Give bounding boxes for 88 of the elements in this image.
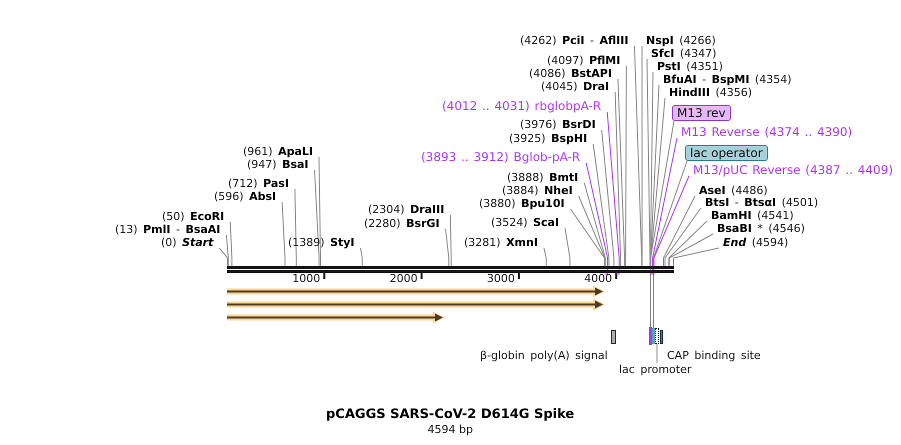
leader-line <box>656 344 658 364</box>
leader-line <box>650 98 666 266</box>
leader-line <box>646 58 650 266</box>
leader-line <box>614 92 622 266</box>
restriction-site-label: PstI (4351) <box>657 60 723 73</box>
restriction-site-label: BsaBI* (4546) <box>717 222 805 235</box>
restriction-site-label: (3524) ScaI <box>491 216 560 229</box>
dna-backbone <box>227 266 674 273</box>
leader-line <box>606 112 620 274</box>
feature-label: CAP binding site <box>667 349 761 362</box>
leader-line <box>543 248 547 266</box>
leader-line <box>230 222 232 266</box>
restriction-site-label: (3884) NheI <box>502 184 573 197</box>
restriction-site-label: (0) Start <box>161 236 214 249</box>
leader-line <box>668 220 708 266</box>
leader-line <box>673 248 720 266</box>
restriction-site-label: (3925) BspHI <box>509 132 588 145</box>
restriction-site-label: (2304) DraIII <box>368 203 444 216</box>
primer-label: M13/pUC Reverse (4387 .. 4409) <box>693 163 894 177</box>
restriction-site-label: End (4594) <box>723 236 788 249</box>
map-caption: 4594 bp <box>428 423 473 436</box>
feature-tag: lac operator <box>685 145 768 161</box>
restriction-site-label: BfuAI - BspMI (4354) <box>663 73 792 86</box>
restriction-site-label: (712) PasI <box>228 177 289 190</box>
leader-line <box>584 182 606 266</box>
leader-line <box>450 214 452 266</box>
restriction-site-label: BtsI - BtsαI (4501) <box>705 196 818 209</box>
leader-line <box>570 208 605 266</box>
restriction-site-label: SfcI (4347) <box>651 47 716 60</box>
restriction-site-label: (3880) Bpu10I <box>479 197 565 210</box>
leader-line <box>663 196 696 266</box>
leader-line <box>578 196 606 266</box>
restriction-site-label: (1389) StyI <box>288 236 355 249</box>
leader-line <box>592 144 610 266</box>
restriction-site-label: AseI (4486) <box>699 184 768 197</box>
leader-line <box>360 248 363 266</box>
scale-number: 3000 <box>486 272 515 285</box>
restriction-site-label: (2280) BsrGI <box>364 217 440 230</box>
scale-number: 2000 <box>390 272 418 285</box>
restriction-site-label: (4262) PciI - AflIII <box>520 34 628 47</box>
leader-line <box>650 120 674 328</box>
feature-label: lac promoter <box>619 363 692 376</box>
leader-line <box>642 46 643 266</box>
restriction-site-label: (596) AbsI <box>214 190 276 203</box>
leader-line <box>649 138 678 274</box>
feature-marker-icon <box>655 328 659 344</box>
restriction-site-label: (3281) XmnI <box>464 236 538 249</box>
leader-line <box>668 234 714 266</box>
restriction-site-label: HindIII (4356) <box>669 86 752 99</box>
feature-marker-icon <box>649 327 652 345</box>
primer-label: (4012 .. 4031) rbglobpA-R <box>442 99 602 113</box>
feature-label: β-globin poly(A) signal <box>480 349 608 362</box>
restriction-site-label: (961) ApaLI <box>243 145 313 158</box>
restriction-site-label: BamHI (4541) <box>711 209 794 222</box>
leader-line <box>445 228 450 266</box>
leader-line <box>586 162 608 274</box>
restriction-site-label: (4097) PflMI <box>547 54 620 67</box>
feature-marker-icon <box>652 328 655 344</box>
leader-line <box>617 78 626 266</box>
feature-marker-icon <box>611 330 616 344</box>
leader-line <box>634 46 642 266</box>
restriction-site-label: (947) BsaI <box>247 158 309 171</box>
leader-line <box>318 156 321 266</box>
restriction-site-label: (3976) BsrDI <box>520 118 596 131</box>
leader-line <box>282 202 286 266</box>
feature-marker-icon <box>660 330 663 344</box>
primer-label: (3893 .. 3912) Bglob-pA-R <box>421 150 580 164</box>
leader-line <box>653 160 688 328</box>
restriction-site-label: (3888) BmtI <box>507 171 578 184</box>
leader-line <box>564 228 570 266</box>
feature-tag: M13 rev <box>672 105 731 121</box>
scale-number: 1000 <box>292 272 320 285</box>
leader-line <box>294 188 297 266</box>
scale-number: 4000 <box>584 272 612 285</box>
restriction-site-label: (4045) DraI <box>541 80 610 93</box>
leader-line <box>314 170 320 266</box>
leader-line <box>601 130 614 266</box>
leader-line <box>625 66 627 266</box>
restriction-site-label: (4086) BstAPI <box>529 67 612 80</box>
primer-label: M13 Reverse (4374 .. 4390) <box>681 125 852 139</box>
restriction-site-label: (50) EcoRI <box>162 210 224 223</box>
restriction-site-label: (13) PmlI - BsaAI <box>115 223 220 236</box>
leader-line <box>226 234 229 266</box>
leader-line <box>218 248 228 266</box>
leader-line <box>650 176 690 274</box>
leader-line <box>664 208 702 266</box>
map-title: pCAGGS SARS-CoV-2 D614G Spike <box>326 407 574 422</box>
restriction-site-label: NspI (4266) <box>646 34 716 47</box>
